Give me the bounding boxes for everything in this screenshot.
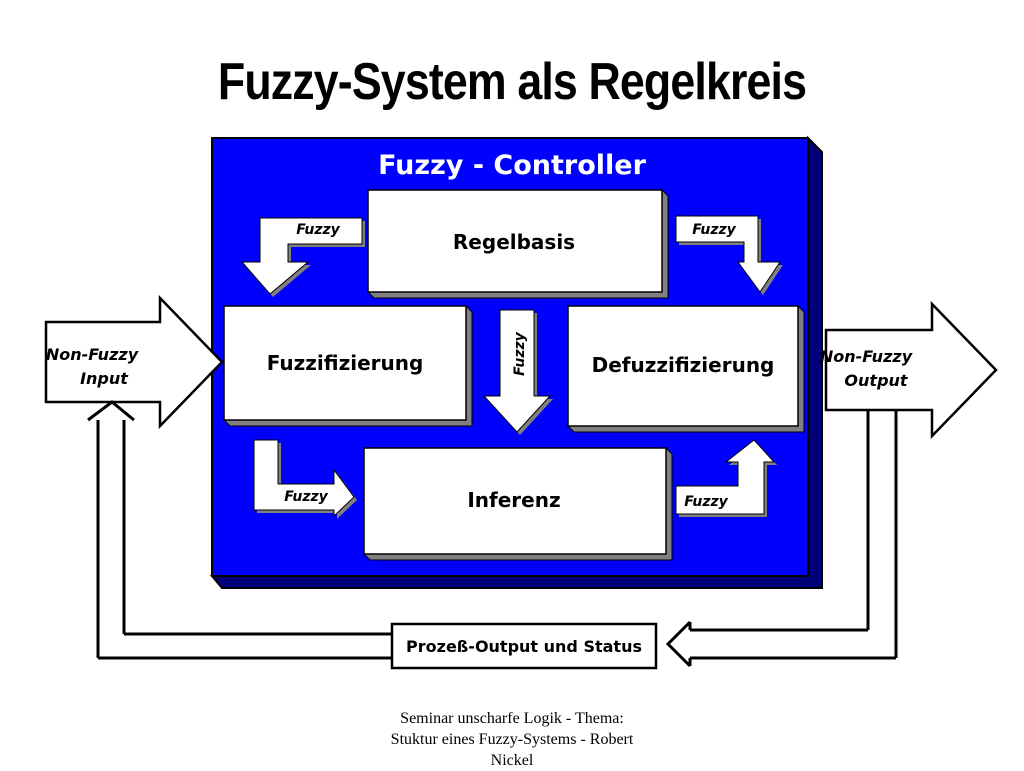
fuzzy-arrow-bottom-left: Fuzzy <box>253 439 357 519</box>
fuzzifizierung-label: Fuzzifizierung <box>267 351 424 375</box>
fuzzy-label-bottom-left: Fuzzy <box>284 489 328 505</box>
fuzzy-arrow-center: Fuzzy <box>482 309 553 435</box>
controller-label: Fuzzy - Controller <box>378 150 647 181</box>
fuzzy-label-top-left: Fuzzy <box>296 222 340 238</box>
defuzzifizierung-label: Defuzzifizierung <box>592 353 775 377</box>
non-fuzzy-output-arrow: Non-Fuzzy Output <box>820 300 998 440</box>
output-label-line2: Output <box>844 371 908 390</box>
inferenz-label: Inferenz <box>467 488 560 512</box>
footer-line2: Stuktur eines Fuzzy-Systems - Robert <box>390 731 634 748</box>
fuzzy-controller-diagram: Fuzzy - Controller Regelbasis Fuzzifizie… <box>44 135 998 670</box>
footer-line3: Nickel <box>490 752 534 769</box>
page-title: Fuzzy-System als Regelkreis <box>217 53 807 111</box>
fuzzy-arrow-top-left: Fuzzy <box>240 217 365 297</box>
non-fuzzy-input-arrow: Non-Fuzzy Input <box>44 294 224 430</box>
fuzzy-label-bottom-right: Fuzzy <box>684 494 728 510</box>
fuzzy-label-center: Fuzzy <box>512 331 528 375</box>
regelbasis-box: Regelbasis <box>366 188 669 299</box>
defuzzifizierung-box: Defuzzifizierung <box>566 304 805 433</box>
fuzzy-label-top-right: Fuzzy <box>692 222 736 238</box>
fuzzy-arrow-top-right: Fuzzy <box>675 215 783 295</box>
footer: Seminar unscharfe Logik - Thema: Stuktur… <box>340 708 684 771</box>
input-label-line2: Input <box>80 369 129 388</box>
regelbasis-label: Regelbasis <box>453 230 575 254</box>
footer-line1: Seminar unscharfe Logik - Thema: <box>400 710 624 727</box>
feedback-loop <box>87 400 898 668</box>
status-box: Prozeß-Output und Status <box>390 622 658 670</box>
output-label-line1: Non-Fuzzy <box>820 347 913 366</box>
inferenz-box: Inferenz <box>362 446 673 561</box>
fuzzy-arrow-bottom-right: Fuzzy <box>675 439 777 517</box>
status-label: Prozeß-Output und Status <box>406 637 642 656</box>
fuzzifizierung-box: Fuzzifizierung <box>222 304 473 427</box>
input-label-line1: Non-Fuzzy <box>46 345 139 364</box>
